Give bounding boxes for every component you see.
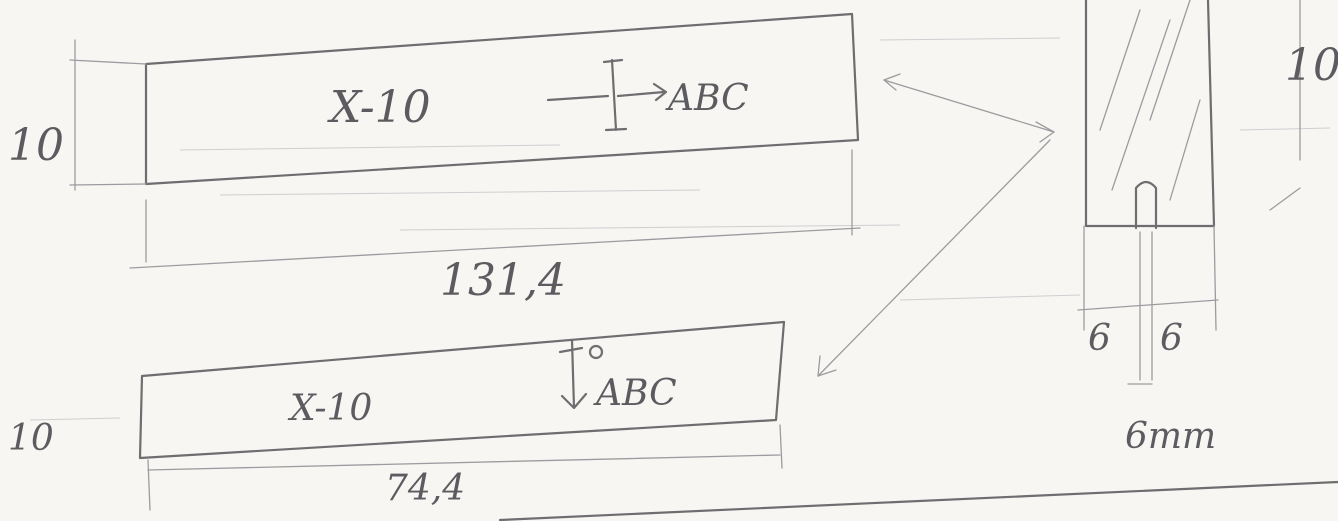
side-section-outline <box>1084 0 1216 228</box>
side-section-right-dimension: 6 <box>1160 318 1183 359</box>
top-bar-height-dimension: 10 <box>8 120 64 171</box>
bottom-bar-drawing <box>138 320 786 511</box>
arrow-to-bottom-bar <box>817 139 1051 377</box>
side-section-slot-dimension: 6mm <box>1125 416 1216 457</box>
side-section-slot <box>1134 180 1158 230</box>
bottom-bar-text-sample: ABC <box>593 373 677 414</box>
bottom-bar-cable-symbol <box>558 338 588 410</box>
bottom-bar-label: X-10 <box>287 388 372 429</box>
top-bar-text-sample: ABC <box>665 78 749 119</box>
top-bar-outline <box>144 12 860 186</box>
arrow-to-top-bar <box>883 79 1055 133</box>
top-bar-width-dimension: 131,4 <box>440 255 566 306</box>
top-bar-cable-symbol <box>546 58 668 132</box>
top-bar-width-dimension-line <box>129 227 861 269</box>
page-edge-line <box>498 480 1338 521</box>
bottom-bar-width-dimension: 74,4 <box>385 468 465 509</box>
paper-ghost-lines <box>29 37 1331 421</box>
side-section-left-dimension: 6 <box>1088 318 1111 359</box>
bottom-bar-outline <box>138 320 786 460</box>
top-bar-drawing <box>69 12 861 269</box>
top-bar-label: X-10 <box>327 82 431 133</box>
side-section-height-dimension: 10 <box>1285 40 1338 91</box>
bottom-bar-width-dimension-line <box>147 454 781 471</box>
reference-arrows <box>817 73 1055 377</box>
side-section-drawing <box>1077 0 1301 385</box>
bottom-bar-height-dimension: 10 <box>8 418 54 459</box>
